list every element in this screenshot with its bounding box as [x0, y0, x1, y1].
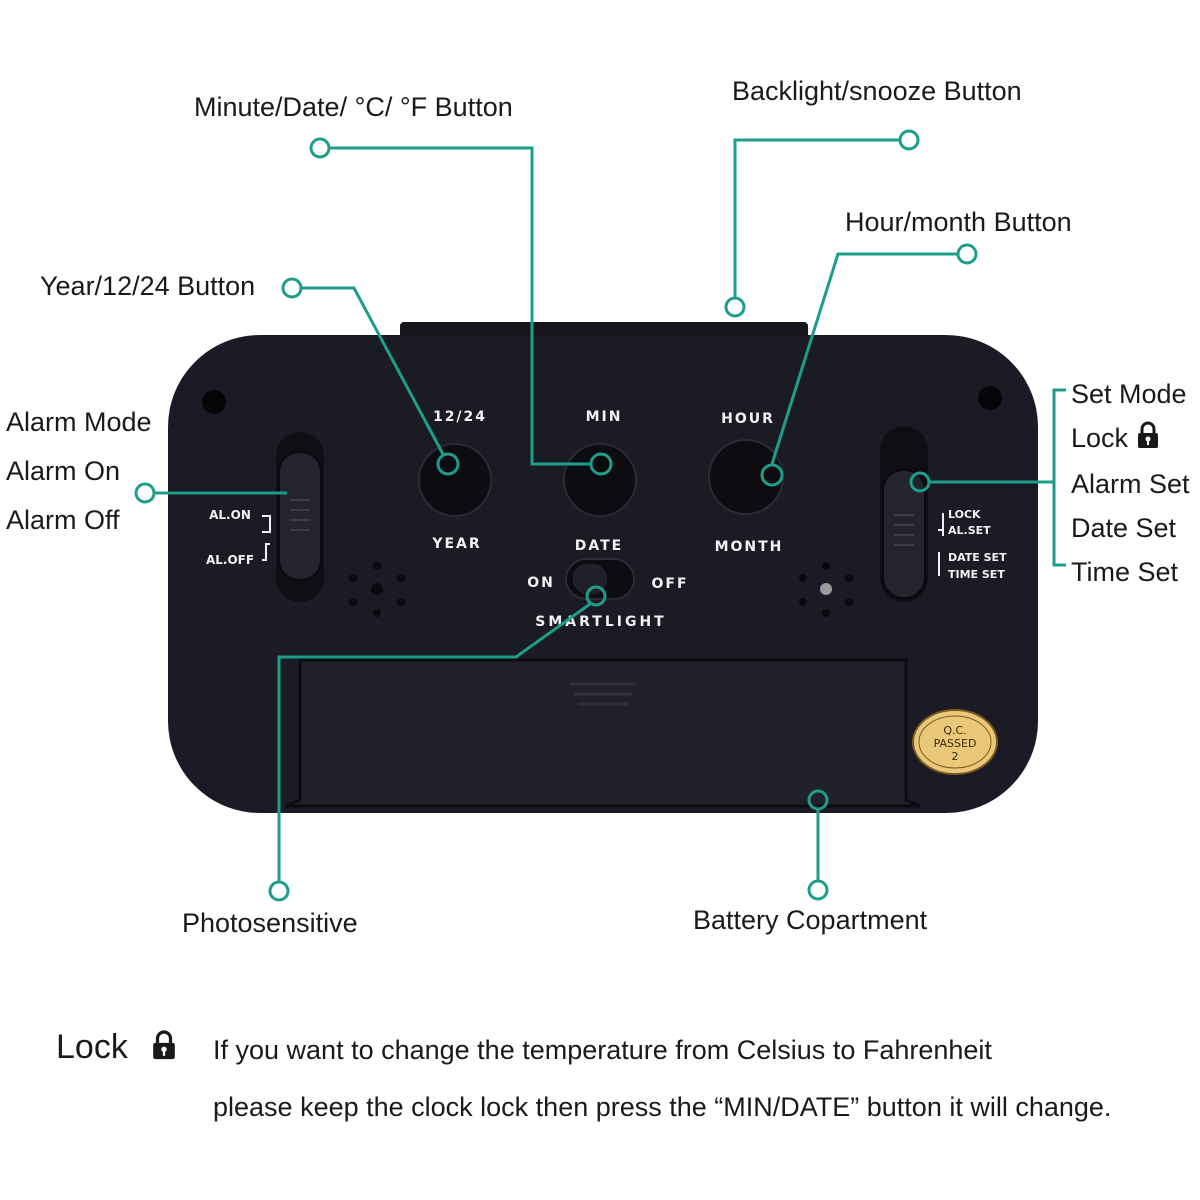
month-label: MONTH — [715, 539, 784, 555]
year-12-24-button[interactable] — [418, 443, 492, 517]
year-12-24-button-label: Year/12/24 Button — [40, 271, 256, 301]
mount-hole-right — [978, 386, 1002, 410]
marker-set-mode-switch — [909, 471, 931, 493]
alarm-switch[interactable] — [278, 451, 322, 581]
hour-month-button[interactable] — [708, 439, 784, 515]
lock-label: Lock — [1071, 423, 1129, 453]
qc-line-3: 2 — [952, 750, 959, 763]
smartlight-label: SMARTLIGHT — [535, 614, 666, 630]
year-label: YEAR — [431, 536, 481, 552]
qc-line-2: PASSED — [934, 737, 977, 750]
mount-hole-left — [202, 390, 226, 414]
alarm-off-label: Alarm Off — [6, 505, 120, 535]
marker-hour-button — [760, 463, 784, 487]
marker-year-button — [436, 452, 460, 476]
btn-min-label: MIN — [586, 409, 623, 425]
note-line-2: please keep the clock lock then press th… — [213, 1092, 1112, 1122]
backlight-snooze-button-label: Backlight/snooze Button — [732, 76, 1022, 106]
lock-icon — [1136, 418, 1160, 462]
speaker-grille-right — [799, 562, 853, 617]
min-date-button[interactable] — [563, 443, 637, 517]
battery-compartment-label: Battery Copartment — [693, 905, 928, 935]
alarm-set-label: Alarm Set — [1071, 468, 1190, 499]
note-title-row: Lock — [56, 1028, 177, 1070]
set-mode-labels: Set Mode Lock Alarm Set Date Set Time Se… — [1071, 372, 1190, 594]
min-date-button-label: Minute/Date/ °C/ °F Button — [194, 92, 513, 122]
light-sensor — [820, 583, 832, 595]
time-set-device-label: TIME SET — [948, 568, 1005, 581]
marker-year-end — [281, 277, 303, 299]
marker-min-date-button — [589, 452, 613, 476]
set-mode-bracket — [1052, 388, 1066, 567]
marker-battery-cover — [807, 789, 829, 811]
alarm-on-label: Alarm On — [6, 456, 121, 486]
al-off-label: AL.OFF — [206, 553, 254, 567]
al-set-device-label: AL.SET — [948, 524, 991, 537]
marker-smartlight — [585, 585, 607, 607]
hour-month-button-label: Hour/month Button — [845, 207, 1072, 237]
off-label: OFF — [651, 576, 688, 592]
speaker-grille-left — [349, 562, 405, 617]
battery-cover — [285, 658, 921, 808]
btn-12-24-label: 12/24 — [433, 409, 487, 425]
marker-photosensitive-end — [268, 880, 290, 902]
callout-min-date — [330, 146, 590, 466]
lock-device-label: LOCK — [948, 508, 981, 521]
marker-min-date-end — [309, 137, 331, 159]
photosensitive-label: Photosensitive — [182, 908, 358, 938]
date-set-device-label: DATE SET — [948, 551, 1007, 564]
btn-hour-label: HOUR — [721, 411, 775, 427]
callout-photosensitive — [277, 602, 591, 881]
set-mode-label: Set Mode — [1071, 379, 1187, 409]
marker-battery-end — [807, 879, 829, 901]
lock-row: Lock — [1071, 416, 1190, 462]
callout-hour — [770, 252, 957, 465]
qc-passed-sticker — [912, 709, 998, 775]
date-label: DATE — [575, 538, 623, 554]
on-label: ON — [527, 575, 555, 591]
marker-alarm-end — [134, 482, 156, 504]
marker-hour-end — [956, 243, 978, 265]
time-set-label: Time Set — [1071, 556, 1179, 587]
qc-line-1: Q.C. — [943, 724, 966, 737]
callout-markers — [134, 129, 978, 902]
alarm-mode-label: Alarm Mode — [6, 407, 152, 437]
callout-year — [302, 286, 446, 457]
al-on-label: AL.ON — [209, 508, 251, 522]
callout-lines — [155, 138, 1066, 881]
alarm-labels: Alarm Mode Alarm On Alarm Off — [6, 400, 152, 547]
marker-backlight-end — [898, 129, 920, 151]
callout-backlight — [733, 138, 899, 297]
date-set-label: Date Set — [1071, 512, 1177, 543]
note-title: Lock — [56, 1028, 128, 1066]
marker-backlight-button — [724, 296, 746, 318]
note-line-1: If you want to change the temperature fr… — [213, 1035, 992, 1065]
lock-icon — [151, 1029, 177, 1070]
